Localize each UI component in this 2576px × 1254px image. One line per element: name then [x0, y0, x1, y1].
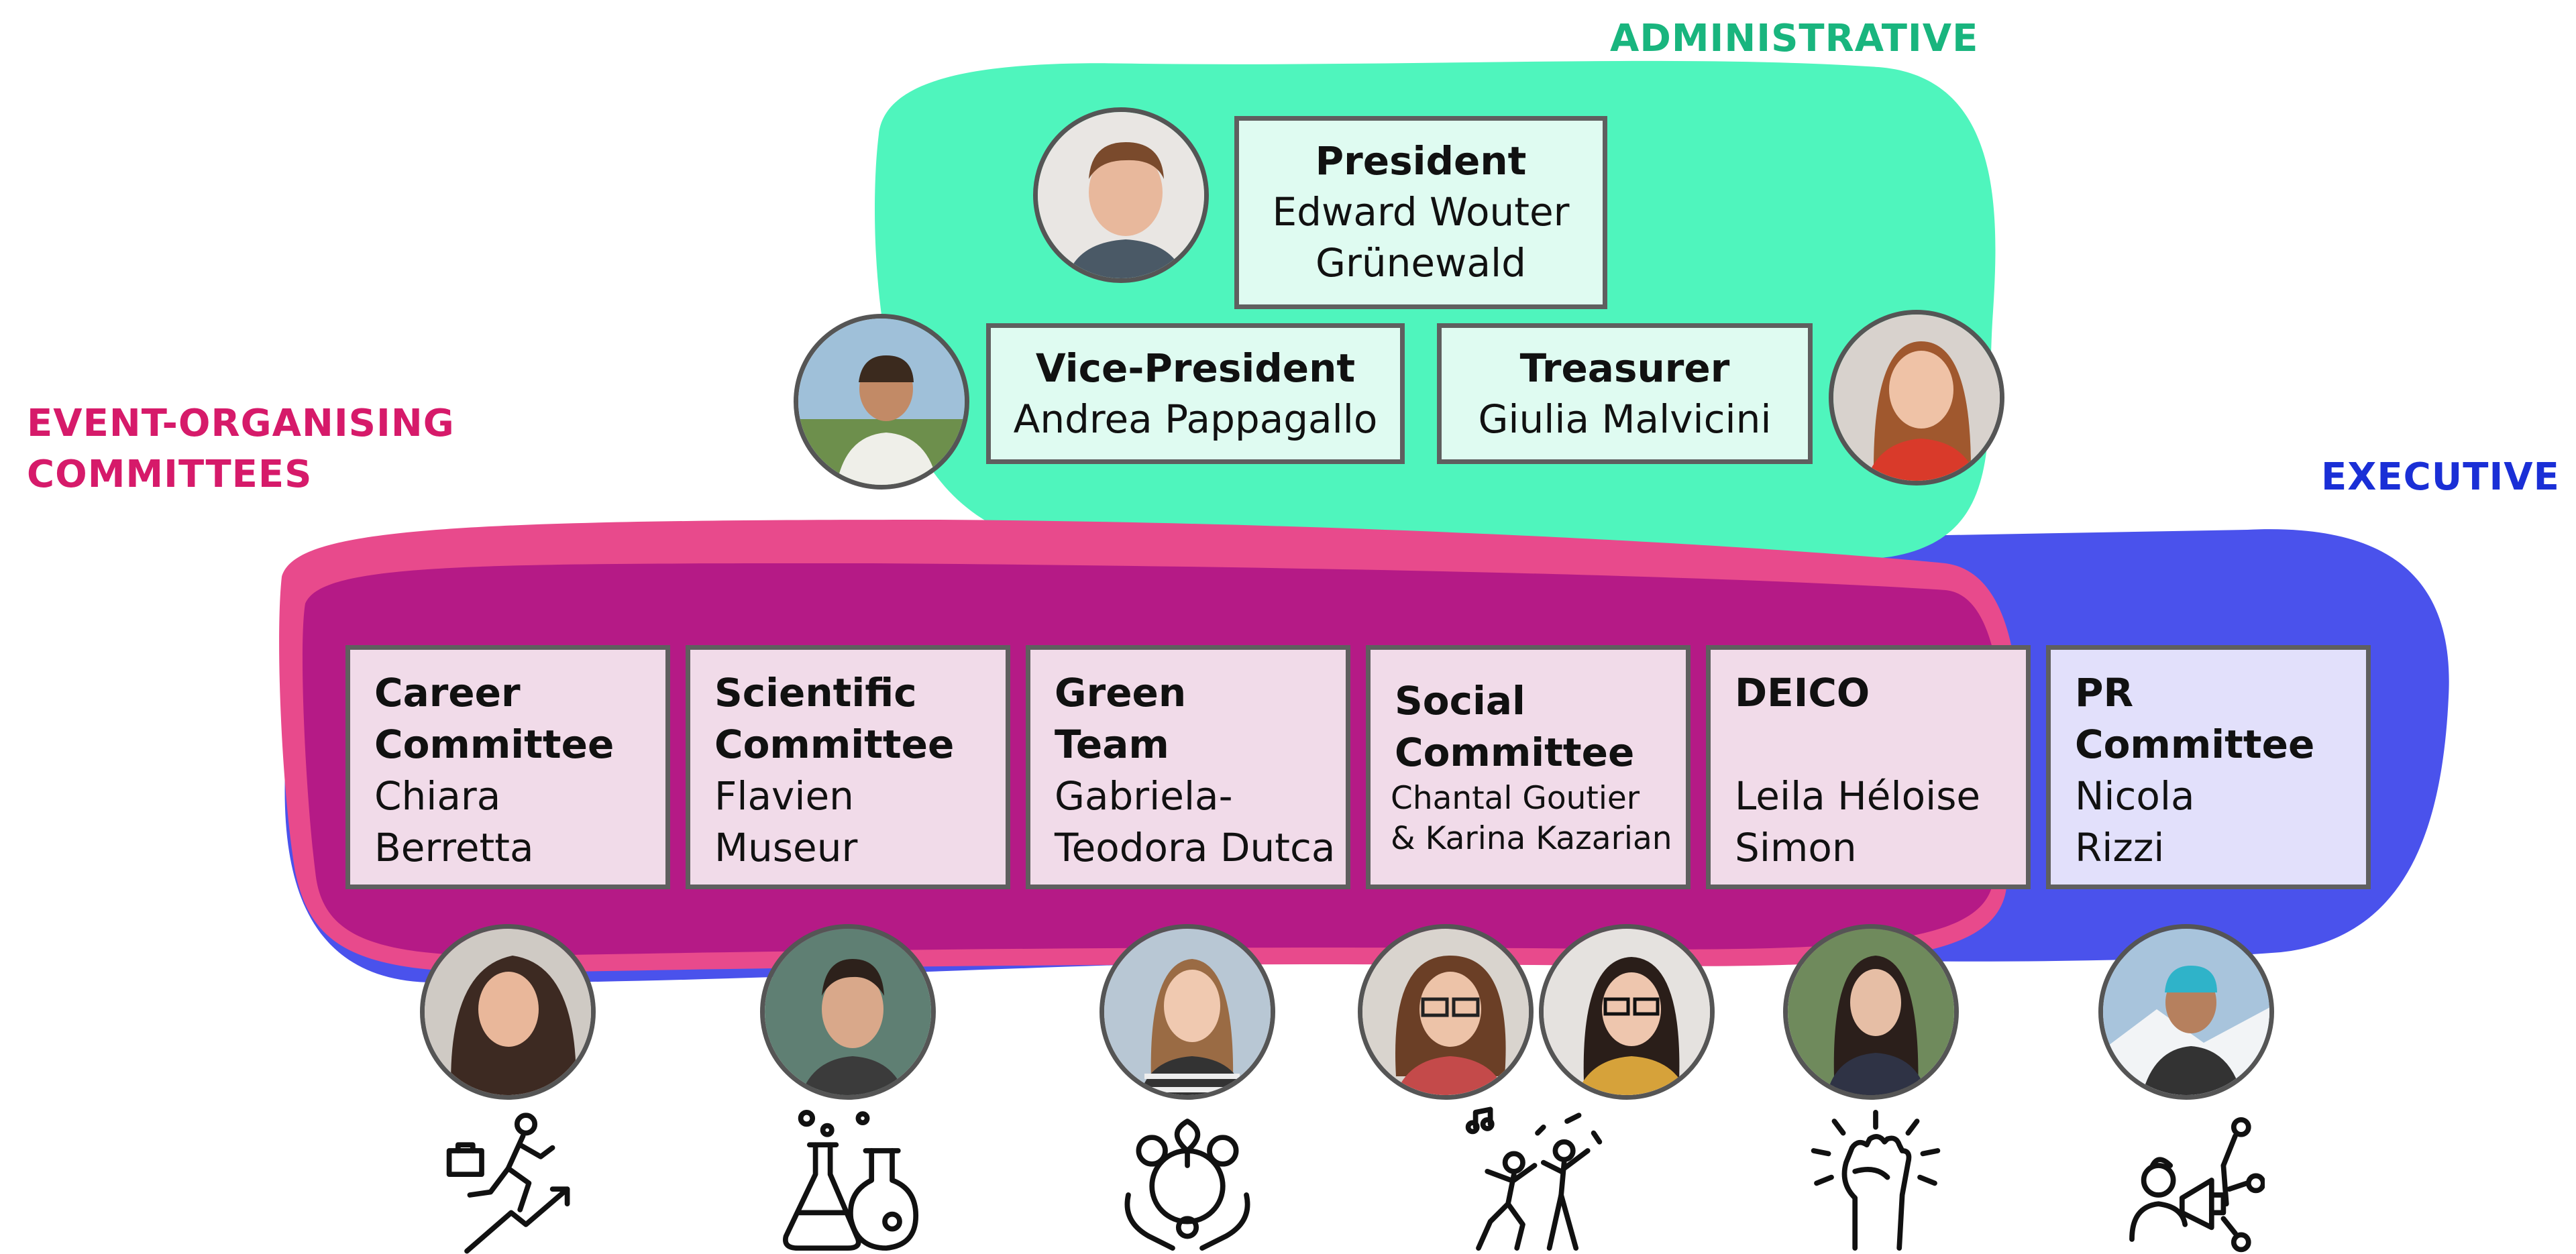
committee-role-line2: Team — [1055, 722, 1169, 767]
committee-role-line2: Committee — [1395, 730, 1635, 775]
event-organising-label-line2: COMMITTEES — [27, 453, 313, 496]
president-role: President — [1315, 138, 1527, 184]
committee-role-line1: DEICO — [1735, 670, 1870, 716]
career-growth-icon — [446, 1113, 570, 1254]
event-organising-group-label: EVENT-ORGANISING COMMITTEES — [27, 398, 455, 500]
green-team-photo — [1099, 924, 1275, 1100]
treasurer-name: Giulia Malvicini — [1478, 396, 1772, 442]
president-box: President Edward Wouter Grünewald — [1234, 116, 1607, 309]
committee-member-line2: Berretta — [374, 825, 534, 870]
committee-role-line1: Career — [374, 670, 521, 716]
vice-president-photo — [794, 314, 969, 490]
vice-president-role: Vice-President — [1035, 345, 1356, 391]
scientific-committee-photo — [760, 924, 936, 1100]
president-name-line2: Grünewald — [1316, 240, 1526, 286]
committee-member-line1: Flavien — [714, 773, 854, 819]
committee-role-line1: Social — [1395, 678, 1525, 724]
treasurer-photo — [1829, 310, 2004, 486]
vice-president-box: Vice-President Andrea Pappagallo — [986, 323, 1405, 464]
committee-role-line2: Committee — [374, 722, 614, 767]
social-committee-photo-1 — [1358, 924, 1534, 1100]
committee-member-line1: Chiara — [374, 773, 501, 819]
pr-committee-photo — [2098, 924, 2274, 1100]
committee-role-line2 — [1735, 719, 2026, 771]
vice-president-name: Andrea Pappagallo — [1013, 396, 1378, 442]
deico-committee-box: DEICO Leila Héloise Simon — [1706, 645, 2031, 889]
social-committee-photo-2 — [1539, 924, 1715, 1100]
president-photo — [1033, 107, 1209, 283]
committee-member-line2: Rizzi — [2075, 825, 2165, 870]
deico-committee-photo — [1783, 924, 1959, 1100]
treasurer-role: Treasurer — [1519, 345, 1730, 391]
social-committee-box: Social Committee Chantal Goutier & Karin… — [1366, 645, 1690, 889]
executive-group-label: EXECUTIVE — [2321, 455, 2560, 499]
committee-role-line1: PR — [2075, 670, 2134, 716]
administrative-group-label: ADMINISTRATIVE — [1610, 17, 1979, 60]
president-name-line1: Edward Wouter — [1272, 189, 1570, 235]
committee-member-line2: & Karina Kazarian — [1391, 820, 1672, 857]
career-committee-box: Career Committee Chiara Berretta — [345, 645, 670, 889]
committee-member-line2: Teodora Dutca — [1055, 825, 1336, 870]
committee-member-line1: Chantal Goutier — [1391, 780, 1640, 817]
green-team-box: Green Team Gabriela- Teodora Dutca — [1026, 645, 1350, 889]
committee-member-line1: Nicola — [2075, 773, 2195, 819]
dancing-people-icon — [1465, 1106, 1603, 1251]
committee-role-line2: Committee — [714, 722, 955, 767]
career-committee-photo — [420, 924, 596, 1100]
committee-role-line2: Committee — [2075, 722, 2315, 767]
committee-role-line1: Green — [1055, 670, 1187, 716]
committee-member-line1: Leila Héloise — [1735, 773, 1981, 819]
committee-member-line1: Gabriela- — [1055, 773, 1233, 819]
committee-member-line2: Simon — [1735, 825, 1857, 870]
treasurer-box: Treasurer Giulia Malvicini — [1437, 323, 1813, 464]
committee-role-line1: Scientific — [714, 670, 917, 716]
raised-fist-icon — [1811, 1109, 1941, 1251]
pr-committee-box: PR Committee Nicola Rizzi — [2046, 645, 2371, 889]
scientific-committee-box: Scientific Committee Flavien Museur — [686, 645, 1010, 889]
megaphone-person-icon — [2129, 1117, 2265, 1253]
chemistry-flasks-icon — [783, 1109, 919, 1251]
event-organising-label-line1: EVENT-ORGANISING — [27, 402, 455, 445]
earth-in-hands-icon — [1124, 1119, 1250, 1251]
committee-member-line2: Museur — [714, 825, 858, 870]
